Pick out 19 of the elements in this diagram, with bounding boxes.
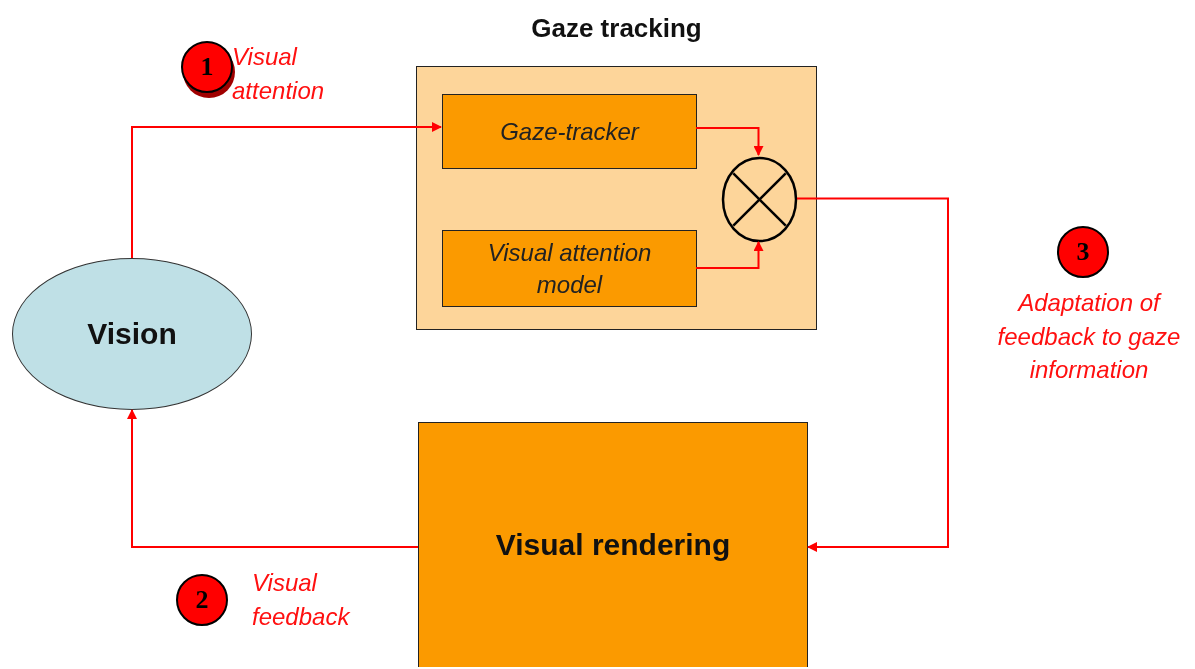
callout-text: Visual feedback <box>252 568 351 632</box>
multiplier-symbol <box>721 156 798 243</box>
node-label: Vision <box>87 317 177 351</box>
connector-arrow <box>127 409 419 548</box>
callout-number: 2 <box>176 574 228 626</box>
connector-arrow <box>131 122 442 259</box>
connector-arrow <box>796 197 949 552</box>
callout-text: Visual attention <box>232 42 326 106</box>
process-box <box>442 94 697 169</box>
callout-number: 3 <box>1057 226 1109 278</box>
box-label: Gaze-tracker <box>499 116 641 147</box>
process-box <box>442 230 697 307</box>
panel-title: Gaze tracking <box>530 13 703 44</box>
callout-text: Adaptation of feedback to gaze information <box>996 288 1182 386</box>
box-label: Visual attention model <box>486 238 653 300</box>
connector-arrow <box>695 241 764 269</box>
connector-arrow <box>695 127 764 156</box>
node-label: Visual rendering <box>495 528 731 562</box>
process-box <box>418 422 808 667</box>
